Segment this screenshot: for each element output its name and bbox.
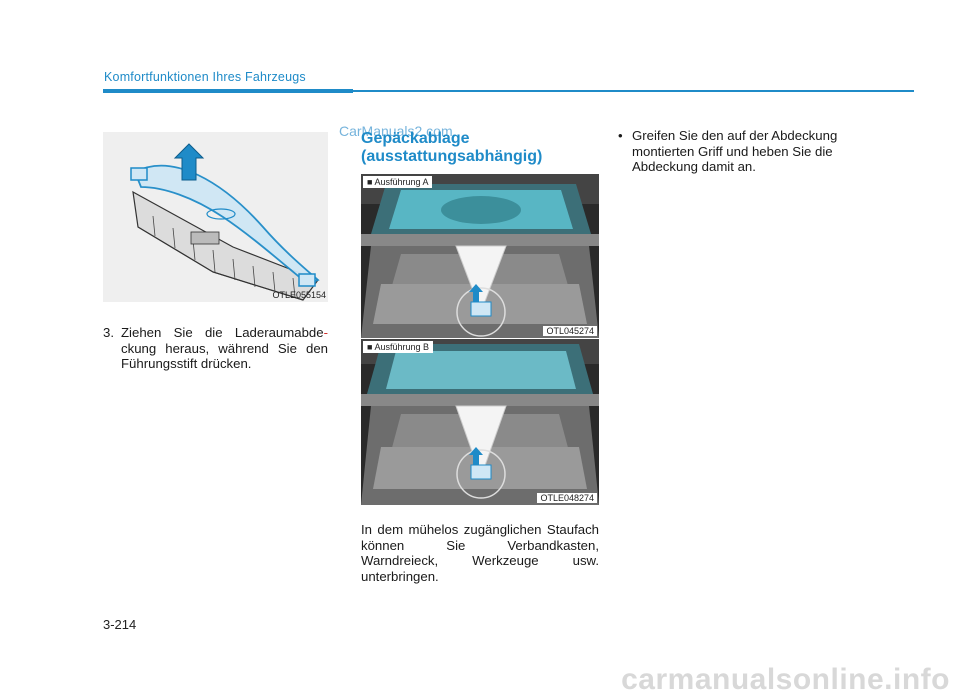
variant-b-code: OTLE048274: [537, 493, 597, 503]
variant-b-label: ■ Ausführung B: [363, 341, 433, 353]
bullet-item: • Greifen Sie den auf der Abdeckung mont…: [615, 128, 865, 175]
title-line-2: (ausstattungsabhängig): [361, 148, 543, 165]
cargo-cover-drawing: [130, 143, 320, 301]
watermark: CarManuals2.com: [339, 123, 453, 139]
page-number: 3-214: [103, 617, 137, 632]
variant-a-label: ■ Ausführung A: [363, 176, 433, 188]
trunk-photo-b: [361, 339, 599, 505]
step-number: 3.: [103, 325, 114, 340]
photo-variant-b: ■ Ausführung B OTLE048274: [361, 339, 599, 505]
up-arrow-icon: [173, 143, 205, 181]
section-title: Gepäckablage (ausstattungsabhängig): [361, 130, 542, 166]
step-text-a: Ziehen Sie die Laderaumabde: [121, 325, 324, 340]
trunk-photo-a: [361, 174, 599, 338]
cargo-cover-illustration: OTLE055154: [103, 132, 328, 302]
section-header: Komfortfunktionen Ihres Fahrzeugs: [104, 70, 306, 84]
variant-a-code: OTL045274: [543, 326, 597, 336]
step-hyphen: -: [323, 325, 328, 340]
header-rule-thick: [103, 89, 353, 93]
figure-code: OTLE055154: [272, 290, 326, 300]
photo-variant-a: ■ Ausführung A OTL045274: [361, 174, 599, 338]
step-text-b: ckung heraus, während Sie den Führungsst…: [121, 340, 328, 372]
title-line-1: Gepäckablage: [361, 130, 470, 147]
body-paragraph: In dem mühelos zugänglichen Staufach kön…: [361, 522, 599, 584]
step-3: 3. Ziehen Sie die Laderaumabde- ckung he…: [103, 325, 328, 372]
bullet-text: Greifen Sie den auf der Abdeckung montie…: [632, 128, 838, 174]
bullet-dot: •: [618, 128, 623, 143]
header-rule-thin: [353, 90, 914, 92]
footer-watermark: carmanualsonline.info: [621, 663, 950, 696]
